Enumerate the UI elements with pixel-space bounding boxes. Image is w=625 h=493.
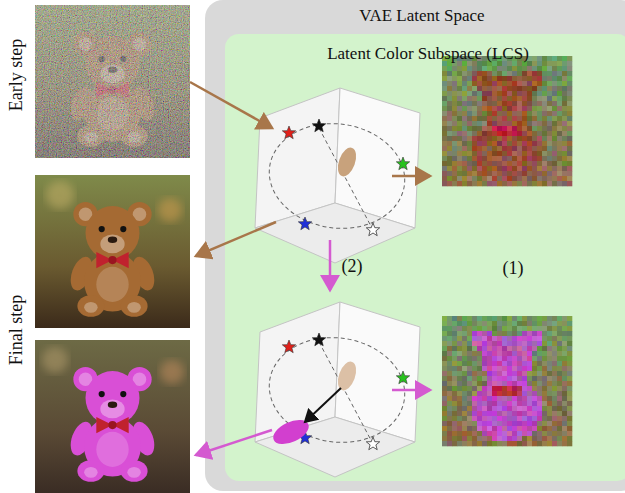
flow-arrow — [196, 222, 276, 256]
flow-arrow — [392, 389, 430, 392]
callout-number: (2) — [342, 256, 363, 277]
flow-arrow — [196, 430, 272, 455]
callout-number: (1) — [503, 258, 524, 279]
flow-arrow — [329, 240, 332, 290]
panel-title: VAE Latent Space — [205, 6, 625, 26]
step-label: Final step — [6, 295, 27, 366]
noisy-photo — [35, 5, 190, 158]
flow-arrow — [392, 175, 430, 178]
step-label: Early step — [6, 39, 27, 111]
decoded-latent-image — [442, 56, 572, 186]
flow-arrow — [190, 82, 272, 128]
panel-title: Latent Color Subspace (LCS) — [225, 44, 625, 64]
decoded-latent-image — [442, 316, 572, 446]
brown-bear-photo — [35, 175, 190, 328]
pink-bear-photo — [35, 340, 190, 493]
